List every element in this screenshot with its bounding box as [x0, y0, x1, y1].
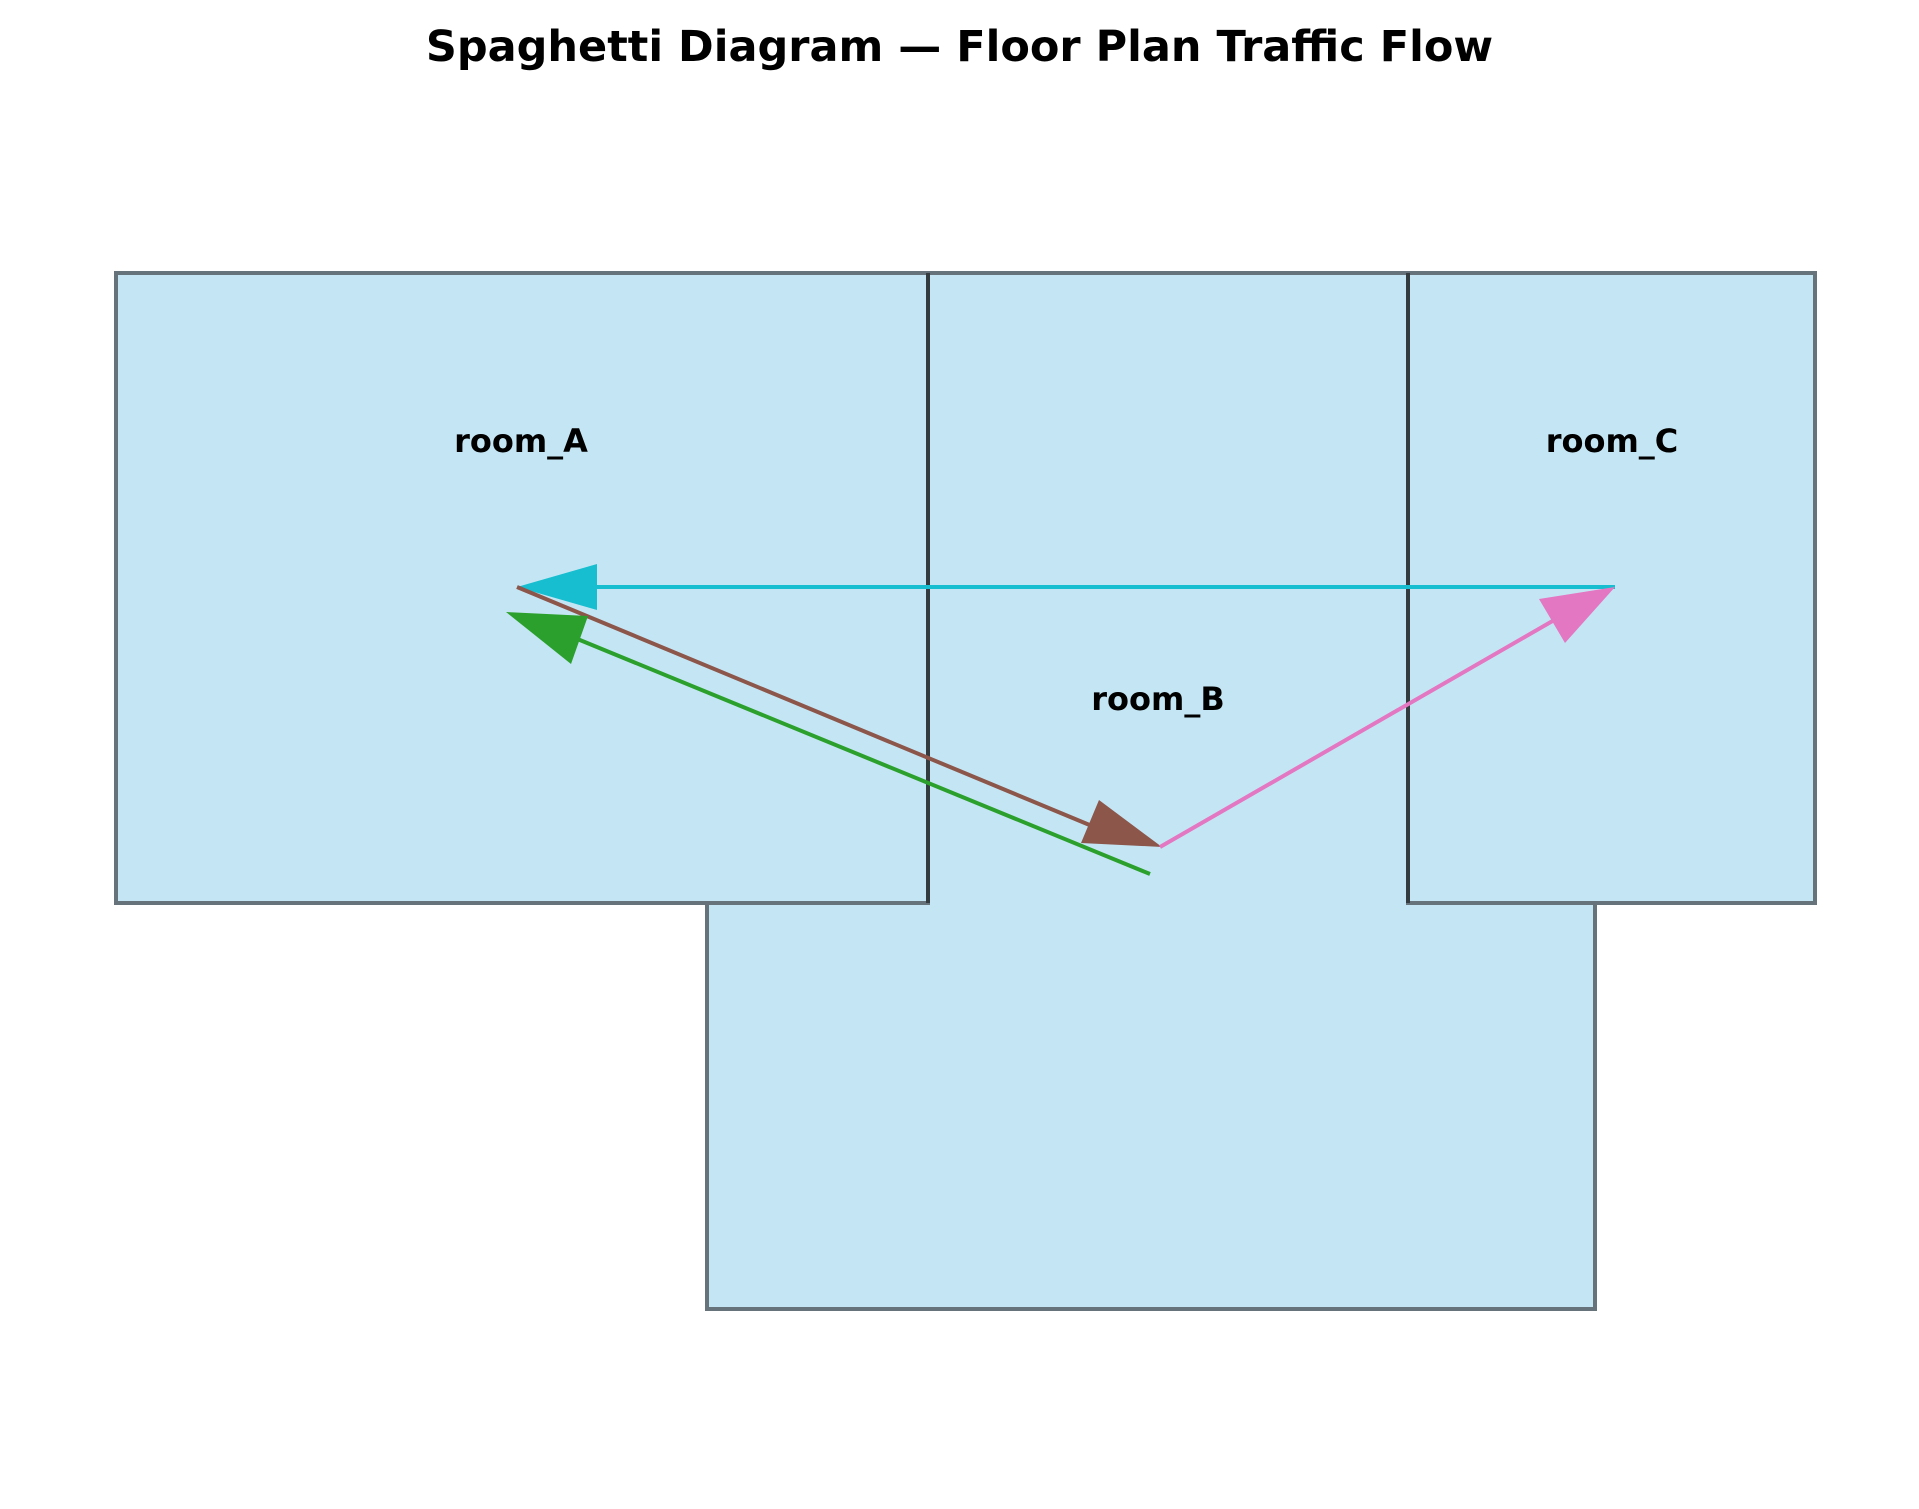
room-b-seam-cover-2 [930, 897, 1406, 907]
flow-b-to-a-line [574, 636, 1151, 876]
flow-b-to-c-arrowhead [1539, 587, 1615, 643]
flow-arrows [506, 564, 1615, 876]
room-c-label: room_C [1546, 422, 1679, 460]
room-a-label: room_A [454, 422, 588, 460]
flow-b-to-c-line [1159, 617, 1557, 849]
flow-a-to-b-line [516, 585, 1093, 828]
flow-b-to-a-arrowhead [506, 612, 588, 664]
room-b-lower [705, 901, 1597, 1311]
flow-c-to-a-arrowhead [517, 564, 597, 610]
flow-a-to-b-arrowhead [1081, 800, 1162, 847]
diagram-title: Spaghetti Diagram — Floor Plan Traffic F… [425, 22, 1494, 72]
room-b-label: room_B [1091, 680, 1224, 718]
